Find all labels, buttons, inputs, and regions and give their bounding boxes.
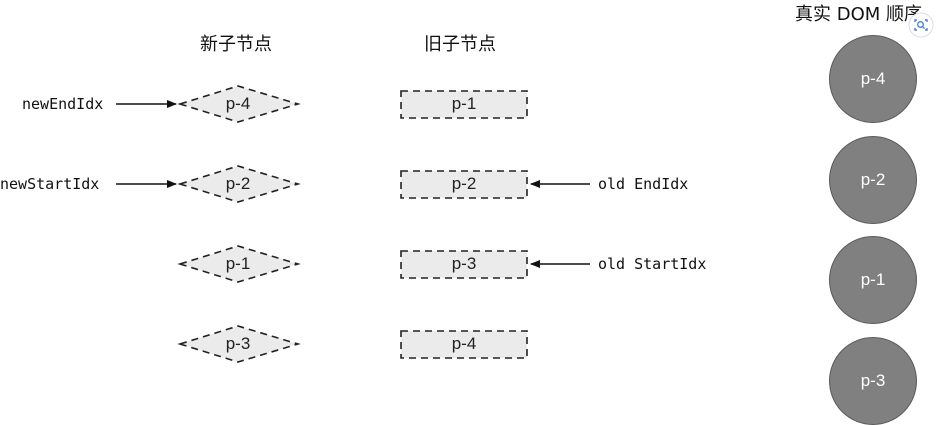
old-children-heading: 旧子节点 (424, 34, 496, 55)
real-dom-node: p-3 (829, 337, 917, 425)
new-node-diamond (177, 165, 301, 203)
real-dom-node: p-4 (829, 35, 917, 123)
old-node-box (400, 170, 528, 199)
new-node-label: p-1 (225, 254, 251, 273)
real-dom-node: p-1 (829, 236, 917, 324)
new-node-label: p-3 (225, 334, 251, 353)
old-node-label: p-2 (451, 174, 477, 193)
new-start-idx-label: newStartIdx (0, 175, 100, 193)
real-dom-node-label: p-2 (860, 170, 886, 189)
new-node-diamond (177, 85, 301, 123)
real-dom-node: p-2 (829, 136, 917, 224)
old-node-box (400, 250, 528, 279)
new-children-heading: 新子节点 (200, 34, 272, 55)
scan-icon[interactable] (908, 12, 934, 38)
real-dom-node-label: p-3 (860, 371, 886, 390)
old-node-box (400, 330, 528, 359)
new-end-idx-label: newEndIdx (22, 95, 104, 113)
new-node-label: p-4 (225, 94, 251, 113)
real-dom-order-heading: 真实 DOM 顺序 (795, 4, 923, 25)
old-node-label: p-1 (451, 94, 477, 113)
real-dom-node-label: p-1 (860, 270, 886, 289)
old-node-box (400, 90, 528, 119)
real-dom-node-label: p-4 (860, 69, 886, 88)
old-end-idx-label: old EndIdx (598, 175, 689, 193)
new-node-diamond (177, 325, 301, 363)
new-node-label: p-2 (225, 174, 251, 193)
old-node-label: p-4 (451, 334, 477, 353)
new-node-diamond (177, 245, 301, 283)
old-start-idx-label: old StartIdx (598, 255, 707, 273)
old-node-label: p-3 (451, 254, 477, 273)
